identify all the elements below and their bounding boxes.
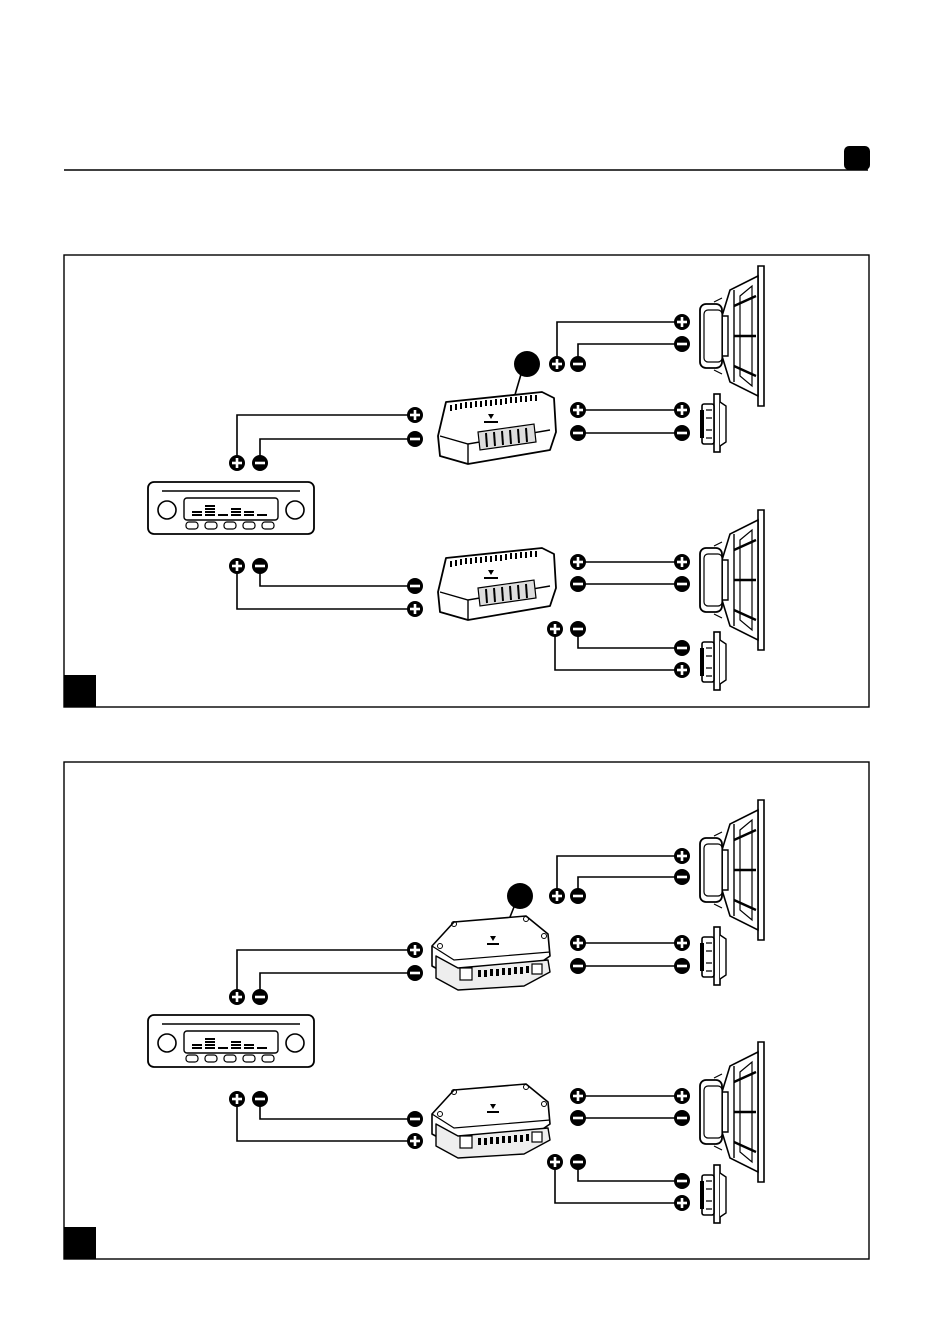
plus-terminal-icon xyxy=(570,935,586,951)
plus-terminal-icon xyxy=(407,601,423,617)
panel-b-head-unit-icon xyxy=(148,1015,314,1067)
minus-terminal-icon xyxy=(570,356,586,372)
panel-a-tweeter-rear-icon xyxy=(700,632,726,690)
minus-terminal-icon xyxy=(674,1110,690,1126)
minus-terminal-icon xyxy=(407,431,423,447)
plus-terminal-icon xyxy=(570,402,586,418)
panel-a-head-unit-icon xyxy=(148,482,314,534)
minus-terminal-icon xyxy=(674,640,690,656)
plus-terminal-icon xyxy=(549,888,565,904)
minus-terminal-icon xyxy=(252,989,268,1005)
plus-terminal-icon xyxy=(547,621,563,637)
plus-terminal-icon xyxy=(407,942,423,958)
plus-terminal-icon xyxy=(674,554,690,570)
plus-terminal-icon xyxy=(674,314,690,330)
minus-terminal-icon xyxy=(407,1111,423,1127)
minus-terminal-icon xyxy=(407,965,423,981)
panel-b-crossover-rear-icon xyxy=(432,1084,550,1158)
panel-b-callout-marker xyxy=(507,883,533,909)
plus-terminal-icon xyxy=(407,1133,423,1149)
panel-a-corner-tab xyxy=(64,675,96,707)
minus-terminal-icon xyxy=(674,576,690,592)
plus-terminal-icon xyxy=(570,554,586,570)
panel-b-corner-tab xyxy=(64,1227,96,1259)
minus-terminal-icon xyxy=(674,1173,690,1189)
panel-b-tweeter-front-icon xyxy=(700,927,726,985)
panel-b-tweeter-rear-icon xyxy=(700,1165,726,1223)
minus-terminal-icon xyxy=(407,578,423,594)
panel-b-crossover-front-icon xyxy=(432,916,550,990)
plus-terminal-icon xyxy=(549,356,565,372)
panel-b xyxy=(64,762,869,1259)
panel-b-woofer-front-icon xyxy=(700,800,764,940)
minus-terminal-icon xyxy=(570,425,586,441)
minus-terminal-icon xyxy=(252,1091,268,1107)
plus-terminal-icon xyxy=(407,407,423,423)
panel-a-callout-marker xyxy=(514,351,540,377)
minus-terminal-icon xyxy=(252,558,268,574)
plus-terminal-icon xyxy=(229,558,245,574)
plus-terminal-icon xyxy=(547,1154,563,1170)
minus-terminal-icon xyxy=(252,455,268,471)
plus-terminal-icon xyxy=(674,1195,690,1211)
minus-terminal-icon xyxy=(674,425,690,441)
minus-terminal-icon xyxy=(570,958,586,974)
plus-terminal-icon xyxy=(570,1088,586,1104)
plus-terminal-icon xyxy=(674,848,690,864)
panel-a-woofer-rear-icon xyxy=(700,510,764,650)
panel-a-woofer-front-icon xyxy=(700,266,764,406)
panel-a-tweeter-front-icon xyxy=(700,394,726,452)
plus-terminal-icon xyxy=(674,402,690,418)
section-badge xyxy=(844,146,870,170)
minus-terminal-icon xyxy=(570,621,586,637)
plus-terminal-icon xyxy=(229,989,245,1005)
panel-a xyxy=(64,255,869,707)
plus-terminal-icon xyxy=(674,662,690,678)
minus-terminal-icon xyxy=(570,1154,586,1170)
panel-b-woofer-rear-icon xyxy=(700,1042,764,1182)
minus-terminal-icon xyxy=(570,576,586,592)
plus-terminal-icon xyxy=(229,455,245,471)
minus-terminal-icon xyxy=(570,888,586,904)
panel-a-crossover-rear-icon xyxy=(438,548,556,620)
minus-terminal-icon xyxy=(674,336,690,352)
minus-terminal-icon xyxy=(570,1110,586,1126)
minus-terminal-icon xyxy=(674,958,690,974)
panel-a-crossover-front-icon xyxy=(438,392,556,464)
plus-terminal-icon xyxy=(674,935,690,951)
minus-terminal-icon xyxy=(674,869,690,885)
plus-terminal-icon xyxy=(229,1091,245,1107)
plus-terminal-icon xyxy=(674,1088,690,1104)
